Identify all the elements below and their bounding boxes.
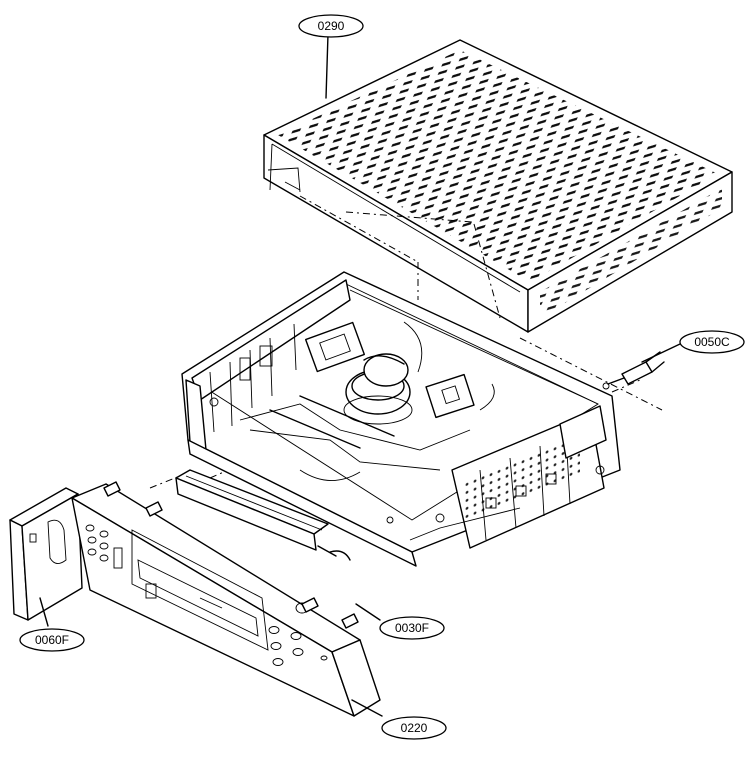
callout-0050C: 0050C <box>679 330 745 354</box>
callout-oval <box>379 616 445 640</box>
callout-oval <box>19 628 85 652</box>
leader-lines <box>39 33 681 717</box>
callout-label-window-bracket: 0030F <box>395 621 429 635</box>
door-panel <box>9 487 83 621</box>
callout-label-top-cover: 0290 <box>318 19 345 33</box>
callout-oval <box>679 330 745 354</box>
window-bracket <box>175 469 351 561</box>
callout-0030F: 0030F <box>379 616 445 640</box>
callout-0060F: 0060F <box>19 628 85 652</box>
callout-label-door-panel: 0060F <box>35 633 69 647</box>
callout-0220: 0220 <box>381 716 447 740</box>
callout-oval <box>381 716 447 740</box>
callout-label-power-cord: 0050C <box>694 335 730 349</box>
callout-0290: 0290 <box>298 14 364 38</box>
front-panel <box>71 481 381 717</box>
callout-oval <box>298 14 364 38</box>
callout-label-front-panel: 0220 <box>401 721 428 735</box>
power-cord <box>602 351 665 390</box>
vcr-chassis <box>181 271 621 567</box>
top-cover <box>263 39 733 333</box>
